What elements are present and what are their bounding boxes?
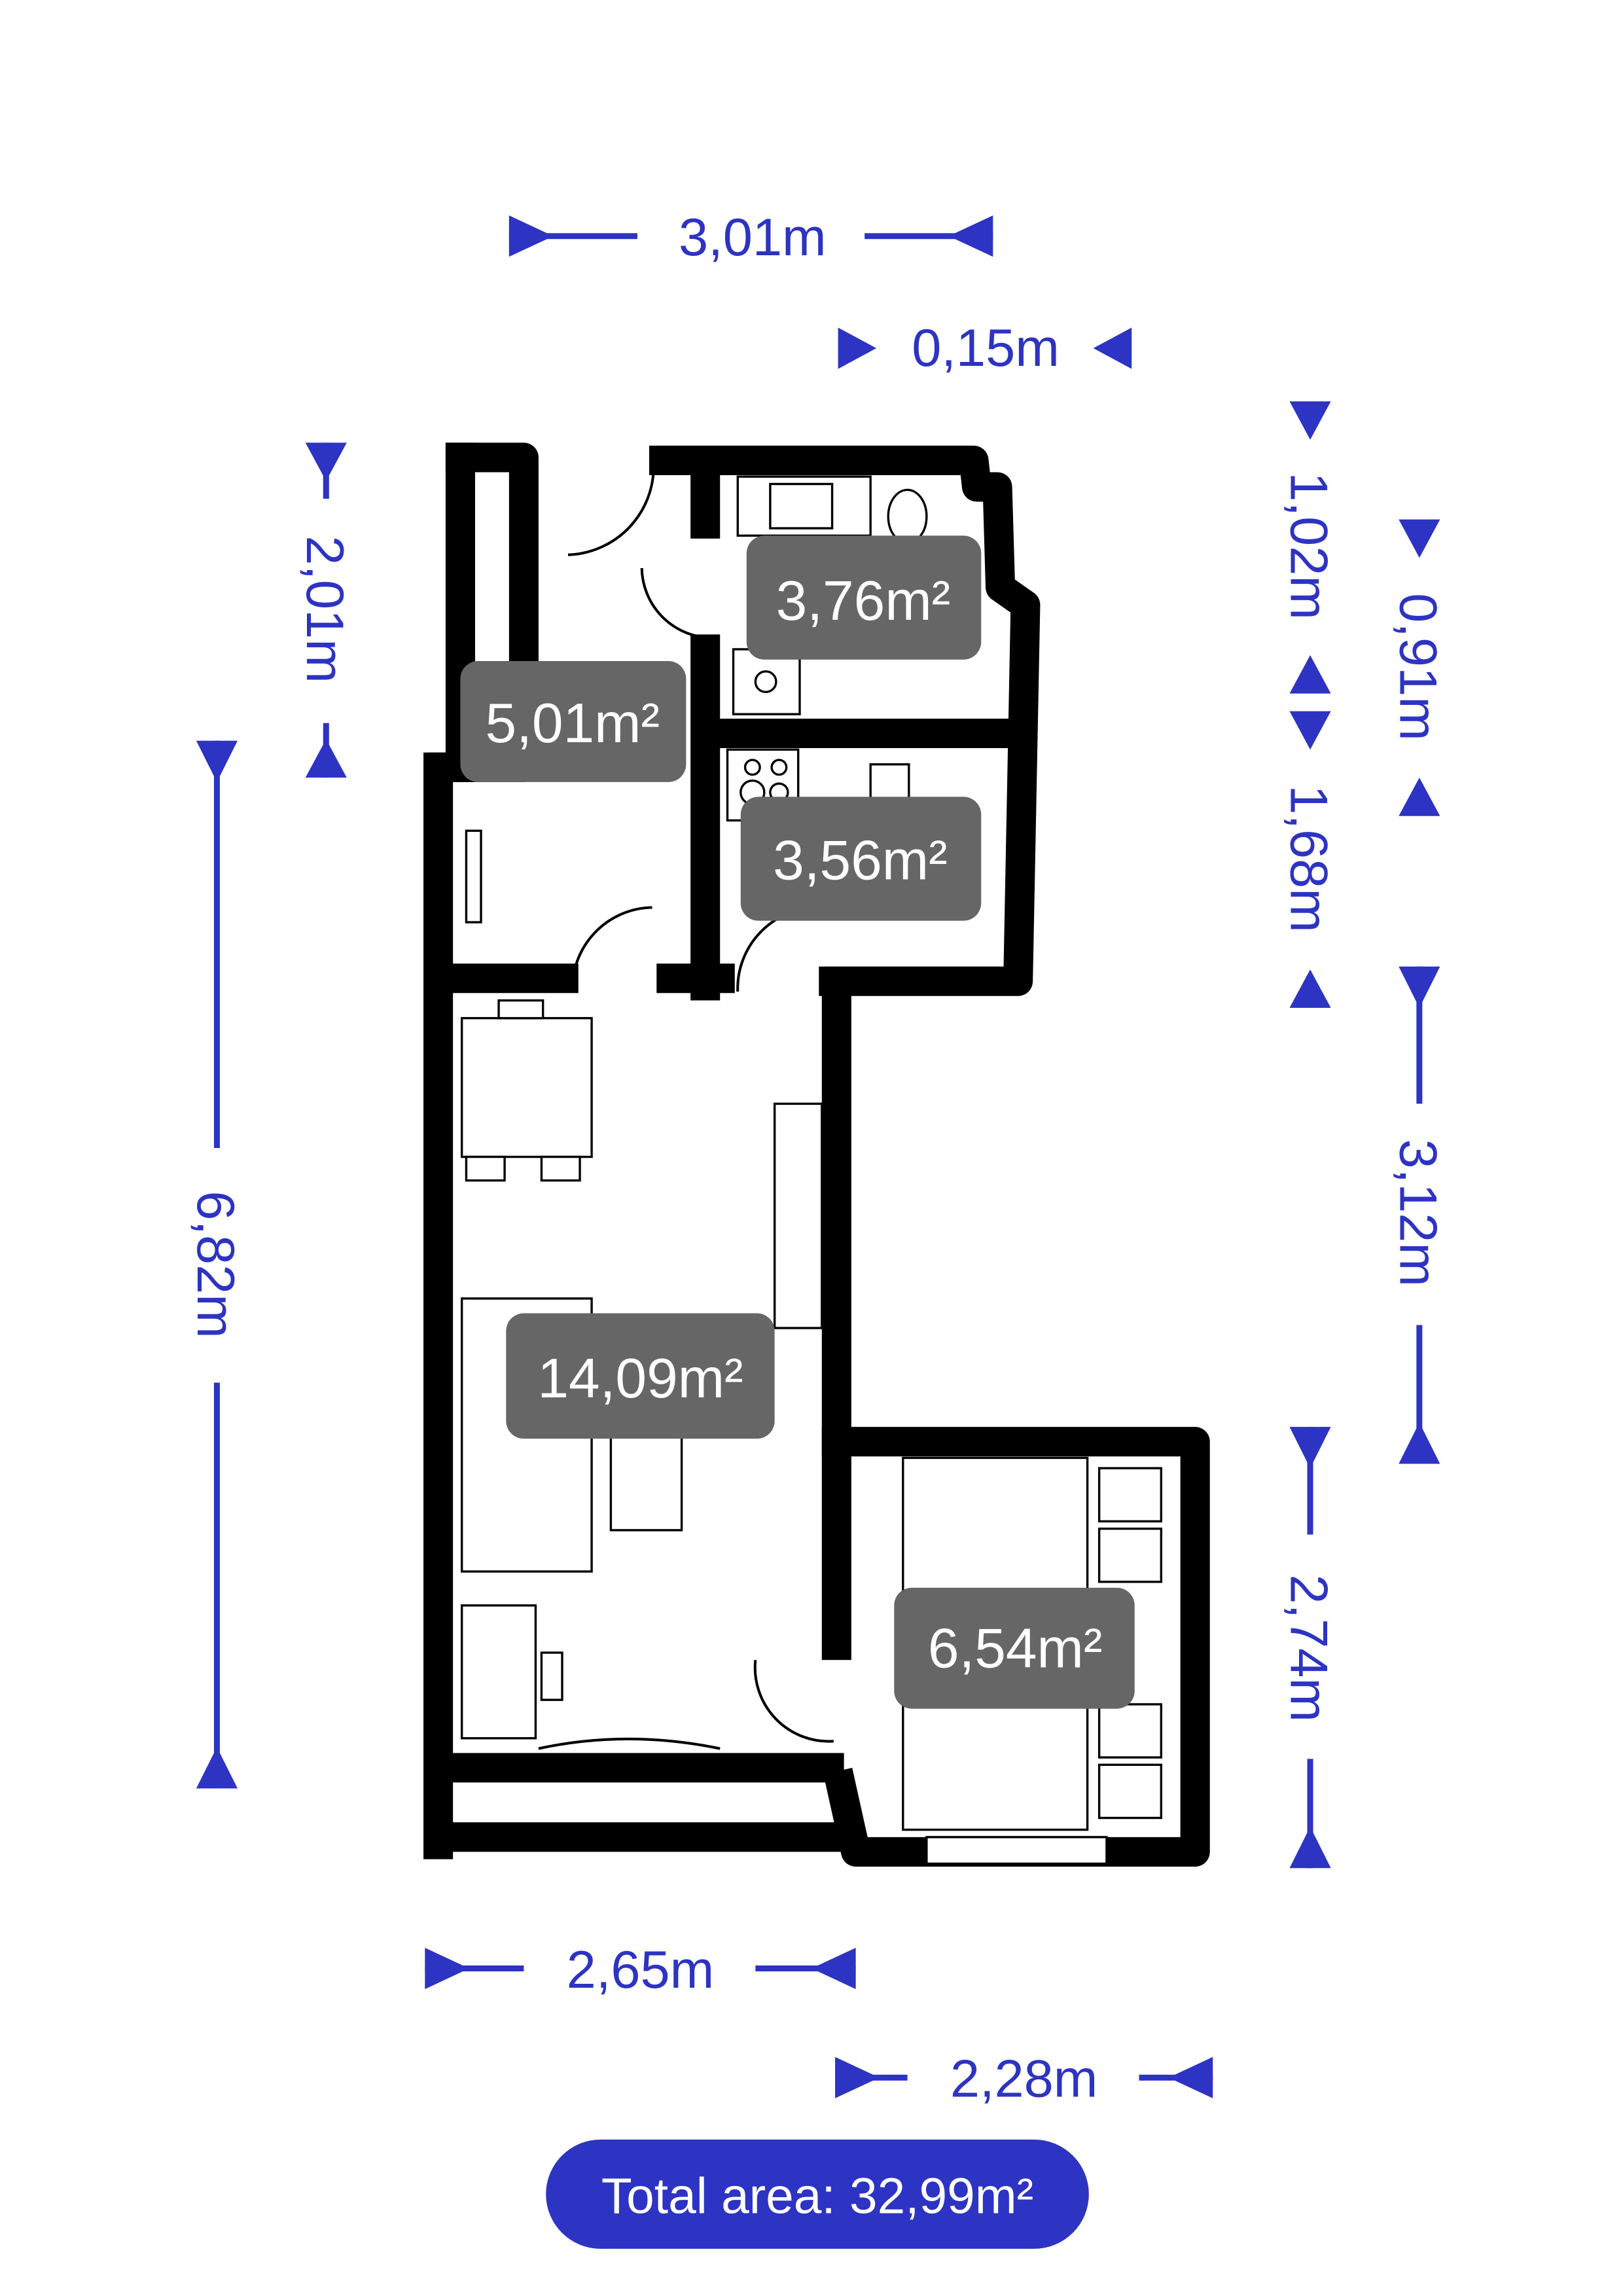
- dim-right-upper: 0,91m: [1389, 519, 1448, 816]
- svg-text:Total area: 32,99m²: Total area: 32,99m²: [601, 2169, 1033, 2225]
- svg-text:3,56m²: 3,56m²: [773, 829, 948, 892]
- svg-text:3,12m: 3,12m: [1389, 1139, 1448, 1287]
- dim-top-offset: 0,15m: [838, 319, 1132, 378]
- dim-right-middle: 3,12m: [1389, 966, 1448, 1464]
- room-label-kitchen: 3,56m²: [740, 797, 982, 921]
- doors[interactable]: [538, 450, 834, 1750]
- room-label-living: 14,09m²: [506, 1313, 775, 1439]
- dim-left-total: 6,82m: [186, 740, 245, 1789]
- svg-text:1,02m: 1,02m: [1279, 472, 1338, 620]
- dim-right-bedroom: 2,74m: [1279, 1427, 1338, 1869]
- dim-right-bath: 1,02m: [1279, 401, 1338, 694]
- svg-text:0,91m: 0,91m: [1389, 593, 1448, 741]
- dim-right-kitchen: 1,68m: [1279, 711, 1338, 1008]
- svg-text:3,76m²: 3,76m²: [776, 569, 951, 632]
- svg-text:2,65m: 2,65m: [567, 1941, 715, 2000]
- walls: [423, 442, 1210, 1867]
- room-label-hall: 5,01m²: [460, 661, 687, 782]
- svg-text:5,01m²: 5,01m²: [485, 692, 660, 755]
- svg-text:6,54m²: 6,54m²: [928, 1617, 1103, 1680]
- svg-text:2,01m: 2,01m: [295, 535, 354, 683]
- svg-text:2,28m: 2,28m: [950, 2050, 1098, 2109]
- room-label-bedroom: 6,54m²: [894, 1587, 1135, 1709]
- svg-text:14,09m²: 14,09m²: [537, 1347, 743, 1410]
- dim-left-hall: 2,01m: [295, 442, 354, 778]
- room-label-bathroom: 3,76m²: [746, 535, 982, 660]
- svg-text:3,01m: 3,01m: [679, 208, 827, 267]
- svg-text:2,74m: 2,74m: [1279, 1574, 1338, 1722]
- total-area-badge: Total area: 32,99m²: [546, 2140, 1089, 2249]
- dim-bottom-bedroom: 2,28m: [835, 2050, 1213, 2109]
- svg-text:6,82m: 6,82m: [186, 1191, 245, 1338]
- dim-bottom-living: 2,65m: [425, 1941, 856, 2000]
- dim-top-width: 3,01m: [508, 208, 993, 267]
- svg-text:1,68m: 1,68m: [1279, 785, 1338, 933]
- svg-text:0,15m: 0,15m: [912, 319, 1060, 378]
